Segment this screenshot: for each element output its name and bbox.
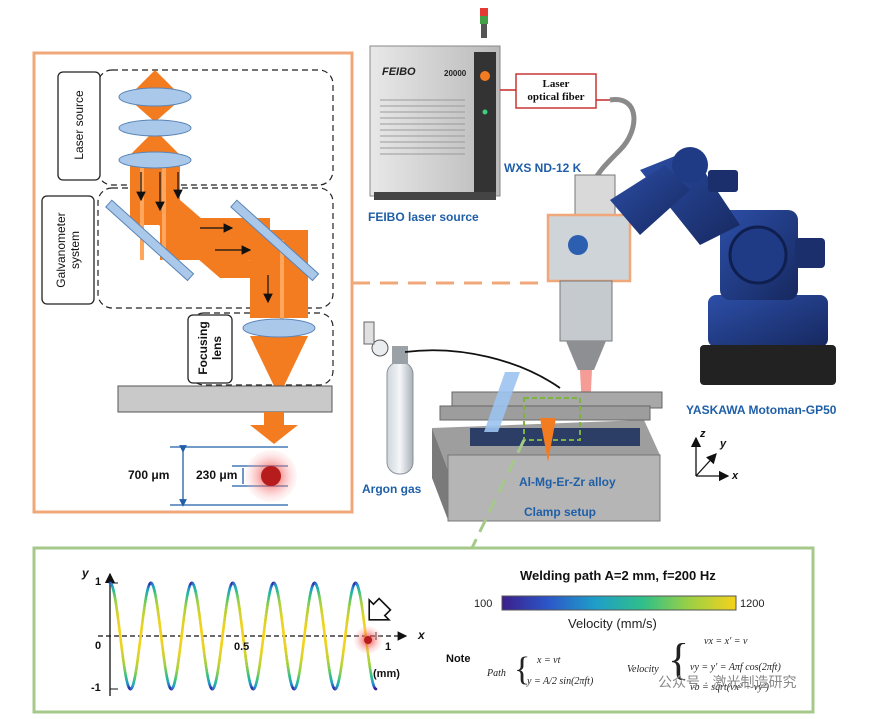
axis-y [695,453,717,477]
beam-strand2 [162,160,166,260]
focusing-text: Focusing lens [196,308,224,388]
argon-bottle [386,361,414,475]
spot-core [261,466,281,486]
galvo-text-line1: Galvanometer [54,212,68,288]
laser-cabinet-led [482,109,488,115]
head-model-label: WXS ND-12 K [504,161,582,175]
argon-gauge [371,339,389,357]
fiber-label-box [515,73,597,109]
laser-head-body [547,214,631,282]
clamp-caption: Clamp setup [524,505,597,519]
focusing-label-box [187,314,233,384]
path-brace: { [514,651,531,688]
clamp-base-front [432,428,448,520]
laser-cabinet-panel [474,52,496,192]
weld-arrow [540,418,556,462]
laser-head-lower [559,280,613,342]
alloy-caption: Al-Mg-Er-Zr alloy [519,475,616,489]
fiber-label: Laser optical fiber [518,78,594,104]
robot-caption: YASKAWA Motoman-GP50 [686,403,837,417]
weld-zoom-box [523,397,581,441]
path-panel-title: Welding path A=2 mm, f=200 Hz [520,568,716,583]
path-chart [98,572,408,696]
fiber-label-line2: optical fiber [527,91,585,103]
galvo-mirror-2 [230,199,320,282]
path-panel-frame [32,546,815,714]
chart-x-label: x [418,628,425,642]
argon-regulator [392,346,408,364]
cabinet-vents [380,99,465,155]
colorbar-min: 100 [474,598,493,610]
x-tick-one-label: 1 [385,641,392,653]
robot-arm [610,147,836,385]
vel-eq2: vy = y′ = Aπf cos(2πft) [690,662,781,673]
gas-nozzle-beam [484,372,520,432]
note-label: Note [446,653,471,665]
beam-focus-cone [250,336,308,386]
beacon-red [480,8,488,16]
lens-3 [118,151,192,169]
galvo-text: Galvanometer system [54,200,82,300]
axis-x-label: x [732,470,739,482]
unit-label: (mm) [373,668,400,680]
focusing-text-line1: Focusing [196,321,210,375]
fiber-label-line1: Laser [542,78,570,90]
y-tick-top: 1 [95,576,102,588]
colorbar-max: 1200 [740,598,765,610]
clamp-base-side [447,454,661,522]
axis-y-label: y [720,438,727,450]
axis-z-label: z [700,428,706,440]
focusing-lens [242,318,316,338]
spot-outer-label: 700 μm [128,468,170,482]
workpiece-plate [117,385,333,413]
beam-strands [140,160,144,260]
spot-inner-label: 230 μm [196,468,238,482]
laser-head-logo [568,235,588,255]
velocity-colorbar [501,595,737,611]
focusing-text-line2: lens [210,336,224,361]
travel-arrow-icon [368,597,392,621]
galvo-group [97,187,334,309]
vel-eq1: vx = x′ = v [704,636,748,647]
vel-eq3: vb = sqrt(vx² + vy²) [690,682,769,693]
path-word: Path [487,668,506,679]
velocity-word: Velocity [627,664,659,675]
laser-source-text: Laser source [72,90,86,160]
galvo-text-line2: system [68,231,82,270]
laser-nozzle [566,341,606,370]
velocity-brace: { [668,635,690,684]
down-arrow [250,412,298,444]
galvo-mirror-1 [105,199,195,282]
zoom-connector-2 [470,439,526,549]
weld-spot-core [364,636,372,644]
x-tick-zero: 0 [95,640,102,652]
lens-2 [118,119,192,137]
brand-label: FEIBO [382,66,416,78]
path-eq2: y = A/2 sin(2πft) [527,676,594,687]
chart-y-label: y [82,566,89,580]
lens-1 [118,87,192,107]
watermark: 公众号 · 激光制造研究 [658,674,797,690]
galvo-label-box [41,195,95,305]
colorbar-label: Velocity (mm/s) [568,616,657,631]
workpiece [470,428,640,446]
laser-head-top [574,174,616,216]
x-tick-half-label: 0.5 [234,641,250,653]
argon-caption: Argon gas [362,482,422,496]
clamp-bar-2 [439,405,651,421]
argon-hose [404,349,561,389]
y-tick-bottom: -1 [91,682,101,694]
cabinet-base [374,192,496,200]
argon-flowmeter [363,321,375,345]
laser-cabinet-key [480,71,490,81]
beam-strand3 [280,240,284,320]
model-number-label: 20000 [444,69,467,78]
laser-source-caption: FEIBO laser source [368,210,479,224]
beam-mid-cone2 [130,130,180,155]
path-eq1: x = vt [537,655,561,666]
fiber-red-line [500,89,610,101]
laser-source-label-box [57,71,101,181]
beacon-green [480,16,488,24]
